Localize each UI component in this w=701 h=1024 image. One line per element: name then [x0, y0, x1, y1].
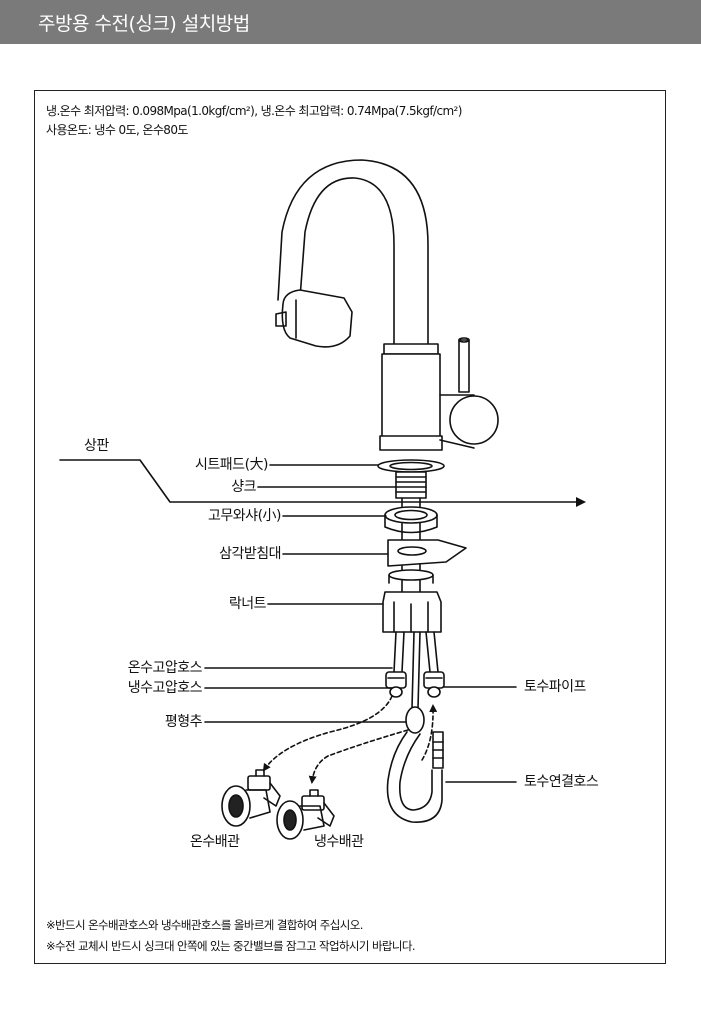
spout-pipe-label: 토수파이프	[524, 679, 586, 695]
triangle-support-label: 삼각받침대	[219, 546, 281, 562]
lock-nut-label: 락너트	[228, 596, 267, 612]
diagram-frame	[34, 90, 666, 964]
page-title: 주방용 수전(싱크) 설치방법	[38, 13, 250, 35]
cold-hose-label: 냉수고압호스	[127, 680, 203, 696]
lock-nut-shape	[382, 569, 442, 633]
rubber-washer-shape	[384, 506, 438, 534]
temperature-spec: 사용온도: 냉수 0도, 온수80도	[46, 123, 188, 137]
cold-pipe-label: 냉수배관	[314, 834, 364, 850]
hoses	[385, 631, 445, 823]
title-bar: 주방용 수전(싱크) 설치방법	[0, 0, 701, 44]
seat-pad-label: 시트패드(大)	[195, 457, 268, 473]
hot-hose-label: 온수고압호스	[127, 660, 203, 676]
note-valve-close: ※수전 교체시 반드시 싱크대 안쪽에 있는 중간밸브를 잠그고 작업하시기 바…	[46, 939, 416, 953]
hot-pipe-label: 온수배관	[190, 834, 240, 850]
hot-valve-shape	[221, 769, 281, 827]
cold-valve-shape	[276, 789, 335, 840]
triangle-support-shape	[387, 539, 467, 567]
note-hose-connection: ※반드시 온수배관호스와 냉수배관호스를 올바르게 결합하여 주십시오.	[46, 918, 363, 932]
pressure-spec: 냉.온수 최저압력: 0.098Mpa(1.0kgf/cm²), 냉.온수 최고…	[46, 104, 462, 118]
spout-hose-label: 토수연결호스	[524, 774, 599, 790]
faucet-body	[379, 337, 499, 451]
shank-label: 샹크	[231, 479, 256, 495]
rubber-washer-label: 고무와샤(小)	[208, 508, 281, 524]
spout	[275, 159, 429, 348]
countertop-label: 상판	[84, 438, 109, 454]
counterweight-label: 평형추	[164, 714, 203, 730]
